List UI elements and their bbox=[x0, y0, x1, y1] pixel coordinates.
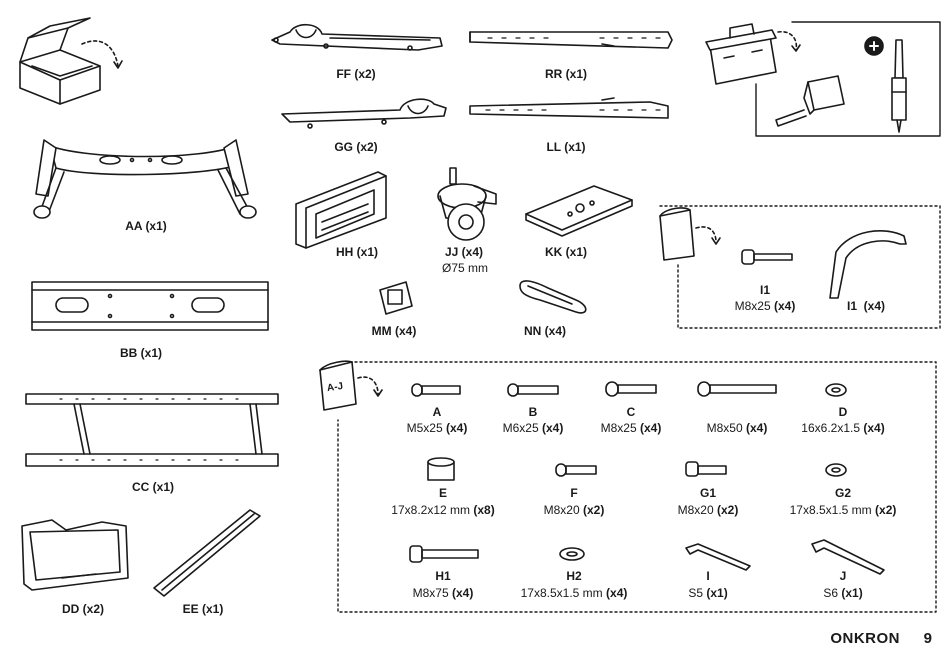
label-g1: G1 bbox=[699, 486, 717, 500]
label-gg: GG (x2) bbox=[334, 140, 378, 154]
label-bb: BB (x1) bbox=[119, 346, 163, 360]
label-g2-size: 17x8.5x1.5 mm (x2) bbox=[789, 503, 897, 517]
label-ff: FF (x2) bbox=[336, 67, 376, 81]
label-j-size: S6 (x1) bbox=[823, 586, 863, 600]
label-c: C bbox=[626, 405, 636, 419]
brand-logo: ONKRON bbox=[830, 630, 900, 647]
label-d: D bbox=[838, 405, 848, 419]
part-nn bbox=[519, 280, 587, 314]
label-i-size: S5 (x1) bbox=[688, 586, 728, 600]
part-cc bbox=[25, 393, 279, 467]
bag-i-panel bbox=[659, 205, 941, 329]
label-kk: KK (x1) bbox=[544, 245, 588, 259]
part-aa bbox=[33, 139, 257, 219]
label-mm: MM (x4) bbox=[371, 324, 417, 338]
part-hh bbox=[295, 171, 387, 249]
label-cc: CC (x1) bbox=[131, 480, 175, 494]
label-g2: G2 bbox=[834, 486, 852, 500]
label-aa: AA (x1) bbox=[125, 219, 167, 233]
part-jj bbox=[437, 167, 497, 241]
label-a-size: M5x25 (x4) bbox=[406, 421, 468, 435]
part-ff bbox=[271, 23, 443, 51]
label-ee: EE (x1) bbox=[182, 602, 224, 616]
tools-panel bbox=[705, 21, 941, 137]
part-mm bbox=[379, 281, 413, 315]
label-nn: NN (x4) bbox=[523, 324, 567, 338]
label-jj: JJ (x4) bbox=[444, 245, 484, 259]
label-ii: I1 (x4) bbox=[846, 299, 886, 313]
page-number: 9 bbox=[923, 630, 932, 647]
label-jj-size: Ø75 mm bbox=[441, 261, 489, 275]
label-h1-size: M8x75 (x4) bbox=[412, 586, 474, 600]
label-g1-size: M8x20 (x2) bbox=[677, 503, 739, 517]
bag-aj-panel bbox=[319, 360, 937, 613]
part-dd bbox=[21, 519, 129, 591]
label-h2-size: 17x8.5x1.5 mm (x4) bbox=[520, 586, 628, 600]
part-ee bbox=[153, 509, 261, 597]
part-gg bbox=[281, 98, 447, 129]
label-i: I bbox=[706, 569, 710, 583]
label-f-size: M8x20 (x2) bbox=[543, 503, 605, 517]
label-i1: I1 bbox=[759, 283, 771, 297]
part-rr bbox=[469, 31, 673, 49]
label-a: A bbox=[432, 405, 442, 419]
label-b: B bbox=[528, 405, 538, 419]
label-e: E bbox=[438, 486, 448, 500]
label-dd: DD (x2) bbox=[61, 602, 105, 616]
label-h2: H2 bbox=[566, 569, 582, 583]
label-j: J bbox=[839, 569, 847, 583]
part-bb bbox=[31, 281, 269, 331]
label-e-size: 17x8.2x12 mm (x8) bbox=[391, 503, 495, 517]
label-m8x50-size: M8x50 (x4) bbox=[706, 421, 768, 435]
box-icon bbox=[19, 17, 123, 105]
part-ll bbox=[469, 97, 669, 119]
label-i1-size: M8x25 (x4) bbox=[734, 299, 796, 313]
label-b-size: M6x25 (x4) bbox=[502, 421, 564, 435]
label-hh: HH (x1) bbox=[335, 245, 379, 259]
part-kk bbox=[525, 185, 633, 237]
label-c-size: M8x25 (x4) bbox=[600, 421, 662, 435]
label-h1: H1 bbox=[435, 569, 451, 583]
bag-aj-tag: A-J bbox=[326, 380, 344, 395]
label-ll: LL (x1) bbox=[546, 140, 586, 154]
label-f: F bbox=[570, 486, 578, 500]
label-d-size: 16x6.2x1.5 (x4) bbox=[801, 421, 885, 435]
label-rr: RR (x1) bbox=[544, 67, 588, 81]
